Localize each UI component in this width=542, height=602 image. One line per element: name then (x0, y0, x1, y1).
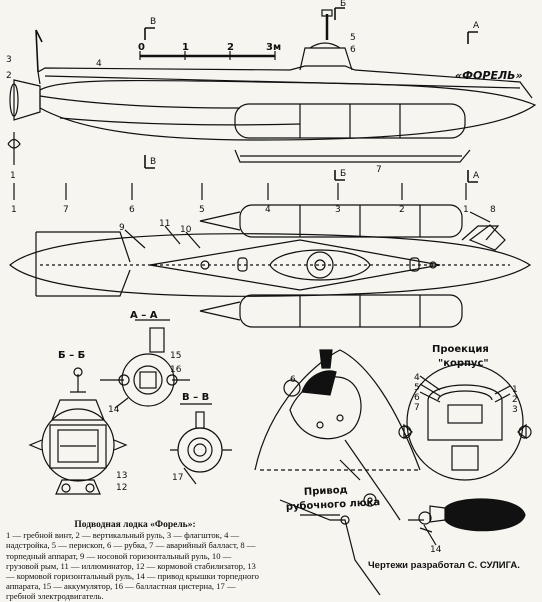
section-letter-a-bottom: А (473, 171, 480, 181)
frame-ticks (13, 183, 467, 200)
callout-18: 13 (116, 471, 127, 481)
frame-number: 7 (63, 205, 69, 215)
frame-number: 3 (335, 205, 341, 215)
bow-rudder (468, 224, 506, 251)
callout-5-proj: 5 (414, 383, 420, 393)
section-title-bb: Б – Б (58, 350, 85, 361)
callout-4-proj: 4 (414, 373, 420, 383)
callout-6: 6 (350, 45, 356, 55)
callout-14: 14 (108, 405, 120, 415)
labels: 0 1 2 3м «ФОРЕЛЬ» В В Б Б А А 3 2 4 5 6 … (6, 0, 523, 555)
frame-number: 1 (463, 205, 469, 215)
caption-title: Подводная лодка «Форель»: (74, 520, 196, 530)
callout-9: 9 (119, 223, 125, 233)
side-view (7, 7, 537, 183)
section-aa (100, 319, 190, 409)
frame-number: 2 (399, 205, 405, 215)
scale-tick-3: 3м (266, 42, 281, 53)
figure-caption: Подводная лодка «Форель»: 1 — гребной ви… (6, 520, 264, 602)
callout-10: 10 (180, 225, 192, 235)
projection-label: Проекция (432, 344, 489, 355)
propeller-front-view (7, 138, 21, 149)
section-letter-v-bottom: В (150, 157, 156, 167)
projection-sub: "корпус" (438, 358, 489, 369)
boat-name: «ФОРЕЛЬ» (455, 69, 523, 82)
scale-bar (139, 51, 276, 60)
callout-7: 7 (376, 165, 382, 175)
section-letter-b-bottom: Б (340, 169, 346, 179)
callout-2-proj: 2 (512, 395, 518, 405)
callout-5: 5 (350, 33, 356, 43)
callout-14-drive: 14 (430, 545, 442, 555)
callout-15: 15 (170, 351, 181, 361)
hull-projection (398, 363, 532, 481)
hatch-drive-perspective (254, 349, 421, 596)
callout-2: 2 (6, 71, 12, 81)
side-hull (39, 79, 537, 141)
callout-16: 16 (170, 365, 182, 375)
conning-tower (299, 47, 353, 71)
callout-8: 8 (490, 205, 496, 215)
section-bb (28, 367, 128, 495)
callout-6-perspective: 6 (290, 375, 296, 385)
drive-label-line2: рубочного люка (286, 496, 381, 513)
emergency-ballast (234, 149, 471, 163)
callout-1: 1 (10, 171, 16, 181)
callout-17: 17 (172, 473, 183, 483)
callout-3-proj: 3 (512, 405, 518, 415)
top-view (9, 204, 532, 328)
scale-tick-2: 2 (227, 42, 234, 53)
scale-tick-0: 0 (138, 42, 145, 53)
author-credit: Чертежи разработал С. СУЛИГА. (368, 560, 520, 571)
frame-number: 4 (265, 205, 271, 215)
frame-number: 6 (129, 205, 135, 215)
callout-11: 11 (159, 219, 170, 229)
callout-4: 4 (96, 59, 102, 69)
top-hull (9, 233, 532, 297)
section-title-aa: А – А (130, 310, 158, 321)
frame-number: 1 (11, 205, 17, 215)
callout-3: 3 (6, 55, 12, 65)
superstructure (37, 65, 533, 99)
stern-stabilizer (36, 231, 131, 297)
scale-tick-1: 1 (182, 42, 189, 53)
section-title-vv: В – В (182, 392, 209, 403)
propeller (9, 83, 19, 117)
flagstaff (35, 29, 43, 73)
callout-7-proj: 7 (414, 403, 420, 413)
frame-number: 5 (199, 205, 205, 215)
section-letter-a-top: А (473, 21, 480, 31)
torpedo-tube-upper (199, 204, 463, 238)
section-letter-b-top: Б (340, 0, 346, 9)
ballast-tank-side (234, 103, 466, 139)
section-vv (170, 403, 232, 485)
drive-label-line1: Привод (304, 485, 348, 498)
torpedo-tube-lower (199, 294, 463, 328)
torpedo-cover-drive (408, 498, 526, 546)
callout-6-proj: 6 (414, 393, 420, 403)
callout-1-proj: 1 (512, 385, 518, 395)
section-letter-v-top: В (150, 17, 156, 27)
callout-12: 12 (116, 483, 127, 493)
rudder (13, 79, 41, 121)
caption-text: 1 — гребной винт, 2 — вертикальный руль,… (6, 530, 259, 602)
